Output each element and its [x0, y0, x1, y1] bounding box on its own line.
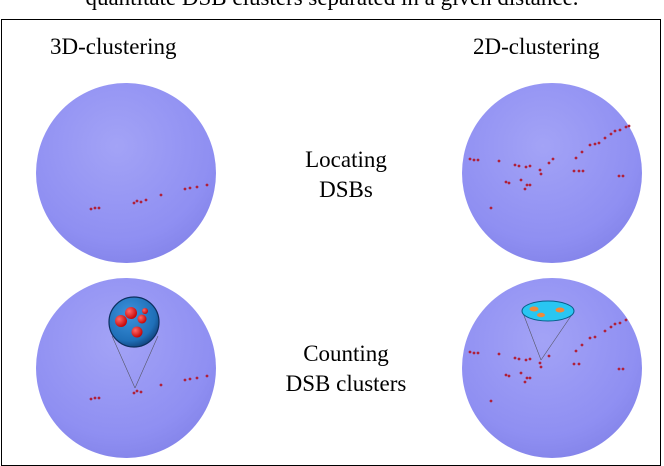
nucleus-sphere: [462, 278, 642, 458]
zoom-lines: [111, 335, 159, 389]
nucleus-2d-locating: [462, 83, 642, 263]
row-label-counting-line2: DSB clusters: [285, 371, 407, 396]
row-label-counting: Counting DSB clusters: [266, 339, 426, 399]
caption-text: quantitate DSB clusters separated in a g…: [0, 0, 664, 11]
zoom-lines: [522, 312, 574, 361]
dsb-dots: [89, 374, 209, 401]
nucleus-sphere: [36, 83, 216, 263]
nucleus-3d-counting: [36, 278, 216, 458]
dsb-dots: [468, 318, 628, 403]
row-label-locating-line2: DSBs: [319, 177, 373, 202]
dsb-dots: [89, 183, 209, 211]
column-header-2d: 2D-clustering: [473, 34, 600, 59]
row-label-counting-line1: Counting: [303, 341, 389, 366]
dsb-dots: [468, 124, 631, 210]
nucleus-sphere: [462, 83, 642, 263]
zoom-disk: [521, 300, 575, 322]
nucleus-3d-locating: [36, 83, 216, 263]
row-label-locating: Locating DSBs: [266, 145, 426, 205]
nucleus-2d-counting: [462, 278, 642, 458]
zoom-sphere: [108, 296, 160, 348]
column-header-3d: 3D-clustering: [50, 34, 177, 59]
row-label-locating-line1: Locating: [305, 147, 387, 172]
